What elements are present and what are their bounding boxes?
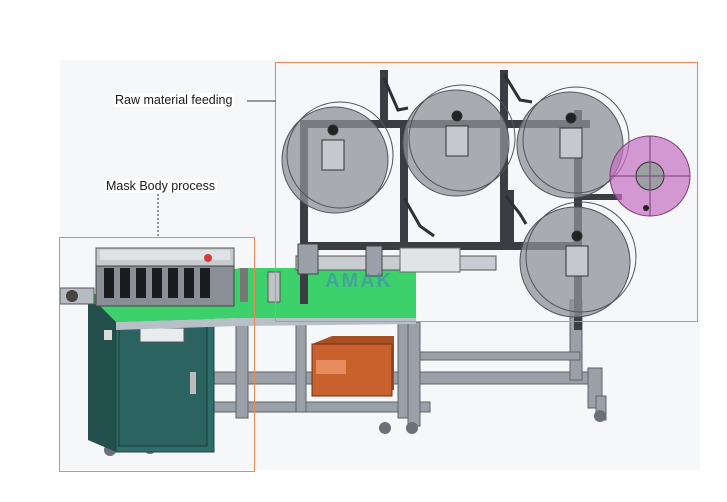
purple-spool xyxy=(609,135,691,217)
watermark-text: AMAK xyxy=(325,270,393,292)
body-process-unit xyxy=(59,247,248,307)
feed-rail xyxy=(267,243,497,303)
raw-material-feeding-label: Raw material feeding xyxy=(113,93,235,107)
ultrasonic-generator xyxy=(311,336,394,397)
mask-body-process-label: Mask Body process xyxy=(104,179,218,193)
base-frame xyxy=(199,299,607,427)
spool-hubs xyxy=(321,110,589,277)
cabinet xyxy=(88,300,215,453)
tension-arms xyxy=(382,73,533,238)
